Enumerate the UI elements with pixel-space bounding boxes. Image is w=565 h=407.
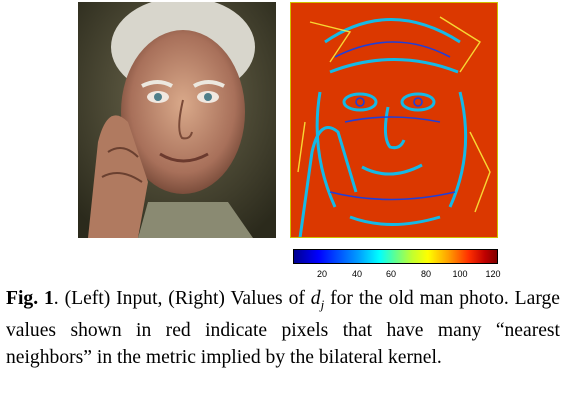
dj-heatmap: [290, 2, 498, 238]
colorbar-tick: 60: [385, 269, 397, 279]
colorbar-tick: 120: [485, 269, 501, 279]
colorbar-tick: 80: [420, 269, 432, 279]
math-variable: dj: [310, 288, 325, 312]
caption-text: . (Left) Input, (Right) Values of: [53, 288, 311, 309]
figure-caption: Fig. 1. (Left) Input, (Right) Values of …: [6, 286, 560, 371]
math-symbol: d: [310, 288, 321, 309]
colorbar-tick: 20: [316, 269, 328, 279]
math-subscript: j: [320, 296, 325, 312]
caption-text: for the old man photo. Large values show…: [6, 288, 560, 368]
colorbar-tick: 100: [452, 269, 468, 279]
figure-label: Fig. 1: [6, 288, 54, 309]
input-photo: [78, 2, 276, 238]
colorbar-tick: 40: [351, 269, 363, 279]
colorbar: [293, 249, 498, 264]
